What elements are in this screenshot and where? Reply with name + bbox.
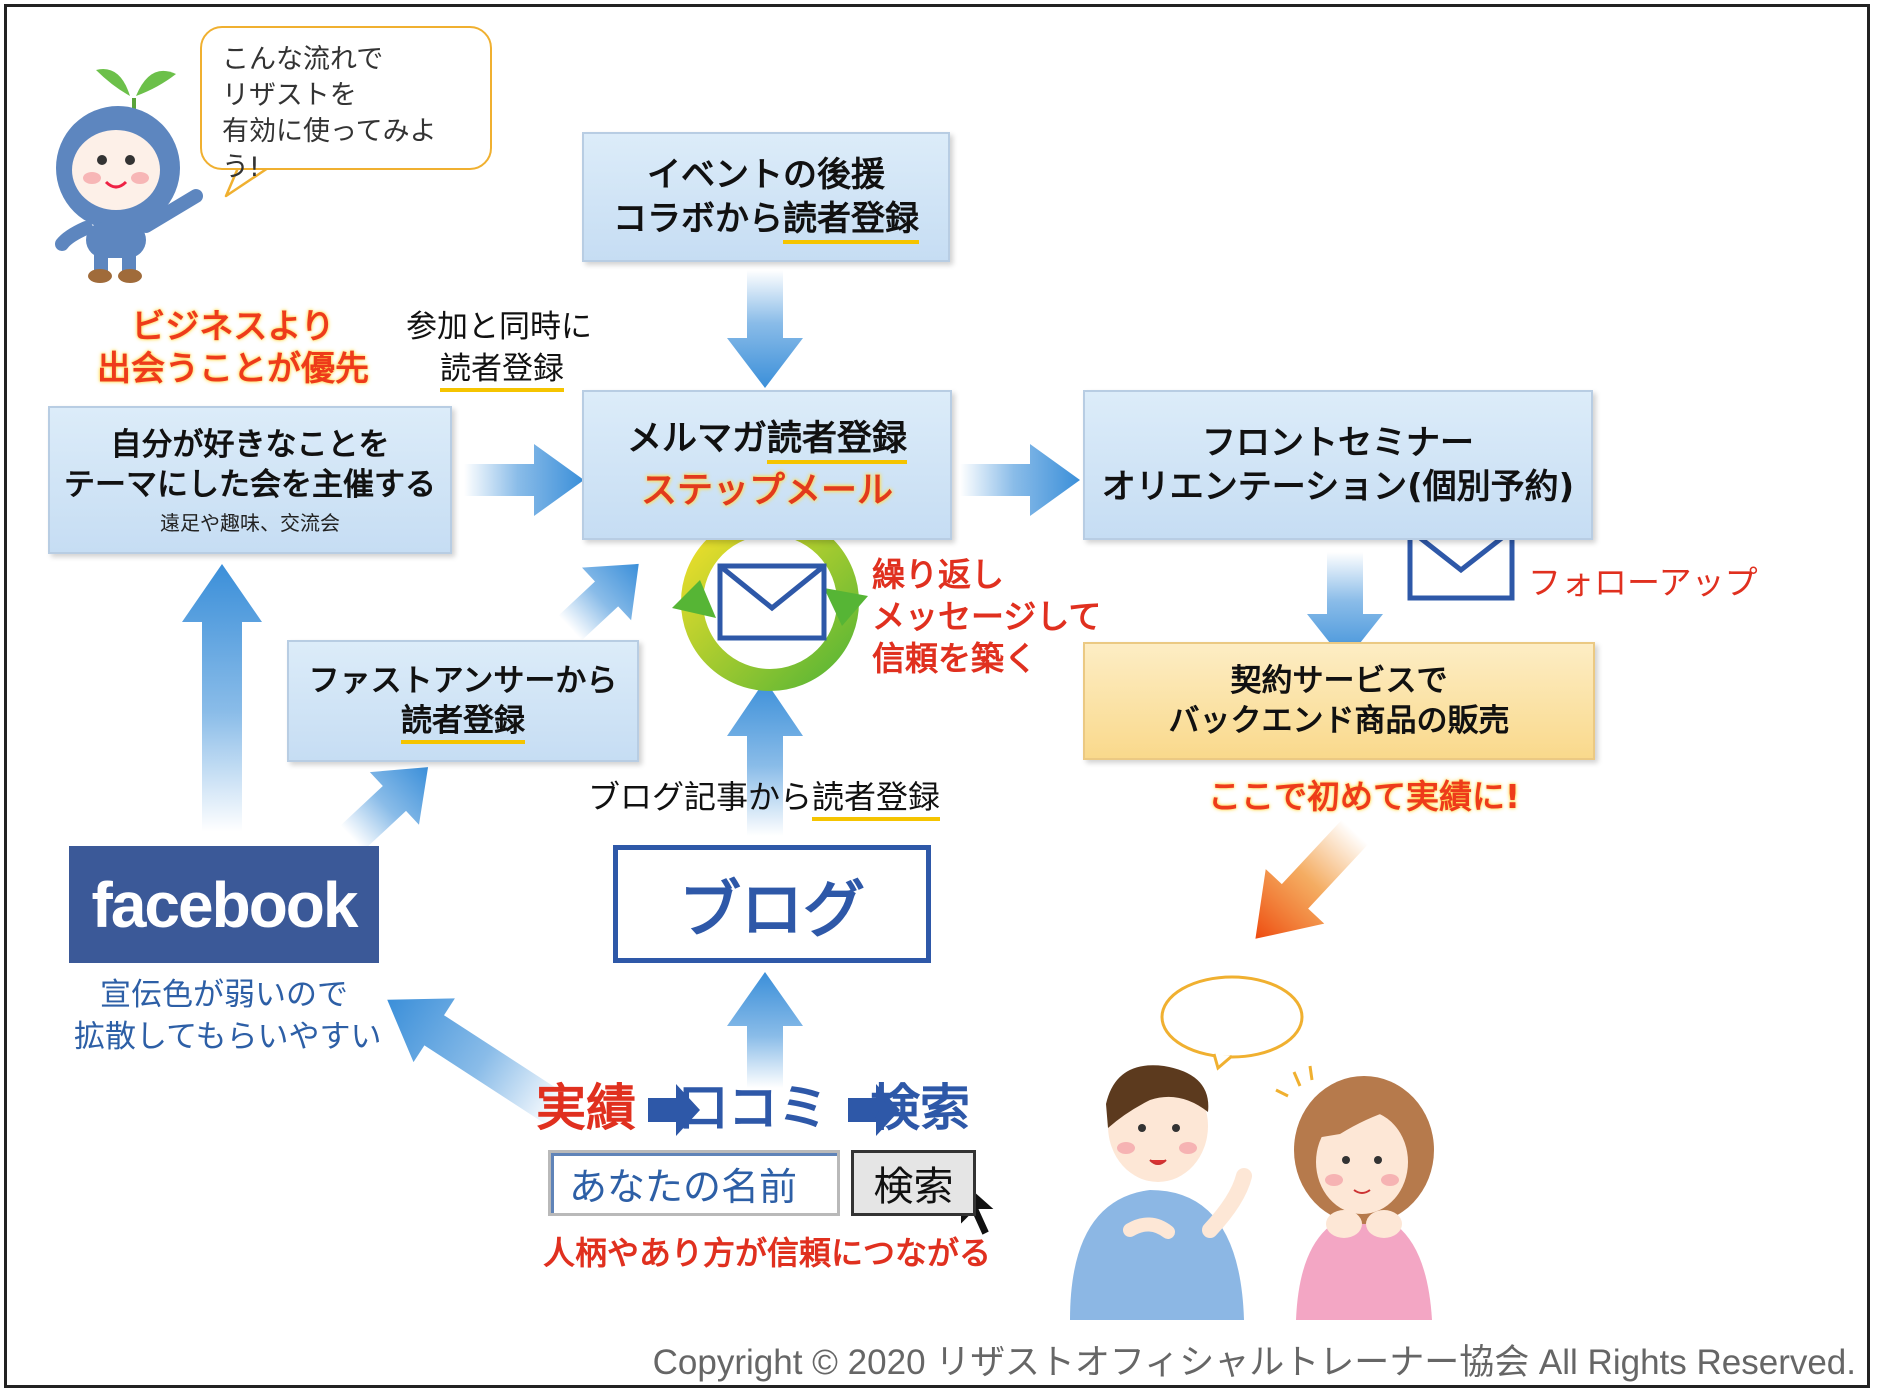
flow-search: 検索 [870, 1079, 970, 1137]
follow-up-envelope-icon [1407, 527, 1515, 601]
bubble-line-2: リザストを [222, 80, 357, 111]
bubble-line-3: 有効に使ってみよう! [222, 116, 437, 183]
facebook-description: 宣伝色が弱いので 拡散してもらいやすい [74, 974, 382, 1058]
blog-box: ブログ [613, 845, 931, 963]
contract-line-2: バックエンド商品の販売 [1168, 703, 1510, 739]
fast-line-1: ファストアンサーから [308, 663, 618, 699]
arrow-fast-to-mailmag [558, 563, 639, 641]
self-hosted-event-box: 自分が好きなことを テーマにした会を主催する 遠足や趣味、交流会 [48, 406, 452, 554]
diagram-frame [4, 4, 1870, 1388]
event-line-2b: 読者登録 [783, 199, 919, 244]
search-button[interactable]: 検索 [851, 1150, 976, 1216]
repeat-line-3: 信頼を築く [872, 639, 1037, 678]
repeat-line-1: 繰り返し [872, 555, 1004, 594]
blog-note-b: 読者登録 [812, 778, 941, 821]
mailmag-line-1a: メルマガ [626, 419, 767, 459]
arrow-mailmag-to-front [960, 444, 1080, 516]
blog-note-a: ブログ記事から [588, 778, 813, 816]
contract-line-1: 契約サービスで [1230, 663, 1448, 699]
name-search-input[interactable]: あなたの名前 [548, 1150, 840, 1216]
repeat-message-note: 繰り返し メッセージして 信頼を築く [872, 554, 1101, 680]
self-line-1: 自分が好きなことを [110, 426, 390, 463]
facebook-logo: facebook [69, 846, 379, 963]
follow-up-label: フォローアップ [1528, 563, 1758, 602]
trust-note: 人柄やあり方が信頼につながる [543, 1234, 992, 1272]
arrow-search-to-blog [727, 972, 803, 1088]
mascot-speech-bubble: こんな流れで リザストを 有効に使ってみよう! [200, 26, 492, 183]
join-line-1: 参加と同時に [406, 309, 592, 345]
backend-sales-box: 契約サービスで バックエンド商品の販売 [1083, 642, 1595, 760]
arrow-front-to-contract [1307, 552, 1383, 662]
join-register-note: 参加と同時に 読者登録 [406, 306, 592, 392]
front-seminar-box: フロントセミナー オリエンテーション(個別予約) [1083, 390, 1593, 540]
mailmag-step-mail-box: メルマガ読者登録 ステップメール [582, 390, 952, 540]
fast-line-2: 読者登録 [401, 703, 525, 744]
flow-word-of-mouth: 口コミ [678, 1079, 828, 1137]
mailmag-line-1b: 読者登録 [767, 419, 908, 464]
step-mail-label: ステップメール [640, 470, 893, 511]
flow-result: 実績 [536, 1079, 636, 1137]
flow-arrow-2 [848, 1084, 900, 1136]
front-line-2: オリエンテーション(個別予約) [1101, 467, 1575, 507]
arrow-event-to-mailmag [727, 270, 803, 388]
arrow-blog-to-mailmag [727, 680, 803, 836]
customer-woman [1275, 1065, 1434, 1320]
priority-note: ビジネスより 出会うことが優先 [88, 306, 378, 390]
self-line-2: テーマにした会を主催する [64, 466, 436, 503]
self-sub: 遠足や趣味、交流会 [160, 510, 340, 535]
arrow-facebook-to-fast [340, 767, 429, 851]
customer-speech-bubble [1160, 975, 1304, 1071]
mascot-character [55, 69, 203, 283]
event-line-1: イベントの後援 [647, 155, 885, 195]
front-line-1: フロントセミナー [1202, 423, 1474, 463]
flow-arrow-1 [648, 1084, 700, 1136]
result-flow: 実績口コミ検索 [536, 1076, 970, 1140]
join-line-2: 読者登録 [440, 351, 564, 392]
repeat-line-2: メッセージして [872, 597, 1102, 636]
arrow-contract-to-customers [1255, 819, 1369, 939]
priority-line-2: 出会うことが優先 [97, 349, 369, 389]
copyright-notice: Copyright © 2020 リザストオフィシャルトレーナー協会 All R… [652, 1343, 1856, 1382]
first-result-note: ここで初めて実績に! [1208, 777, 1521, 816]
envelope-icon [717, 563, 827, 641]
arrow-jibun-to-mailmag [464, 444, 584, 516]
fast-answer-box: ファストアンサーから 読者登録 [287, 640, 639, 762]
facebook-desc-1: 宣伝色が弱いので [100, 977, 348, 1013]
event-line-2a: コラボから [613, 199, 783, 239]
arrow-search-to-facebook [387, 998, 570, 1128]
event-collab-box: イベントの後援 コラボから読者登録 [582, 132, 950, 262]
customer-man [1070, 1065, 1252, 1320]
facebook-desc-2: 拡散してもらいやすい [74, 1019, 382, 1055]
bubble-line-1: こんな流れで [222, 44, 384, 75]
blog-register-note: ブログ記事から読者登録 [588, 772, 941, 821]
priority-line-1: ビジネスより [131, 307, 335, 347]
arrow-facebook-to-jibun [182, 564, 262, 832]
